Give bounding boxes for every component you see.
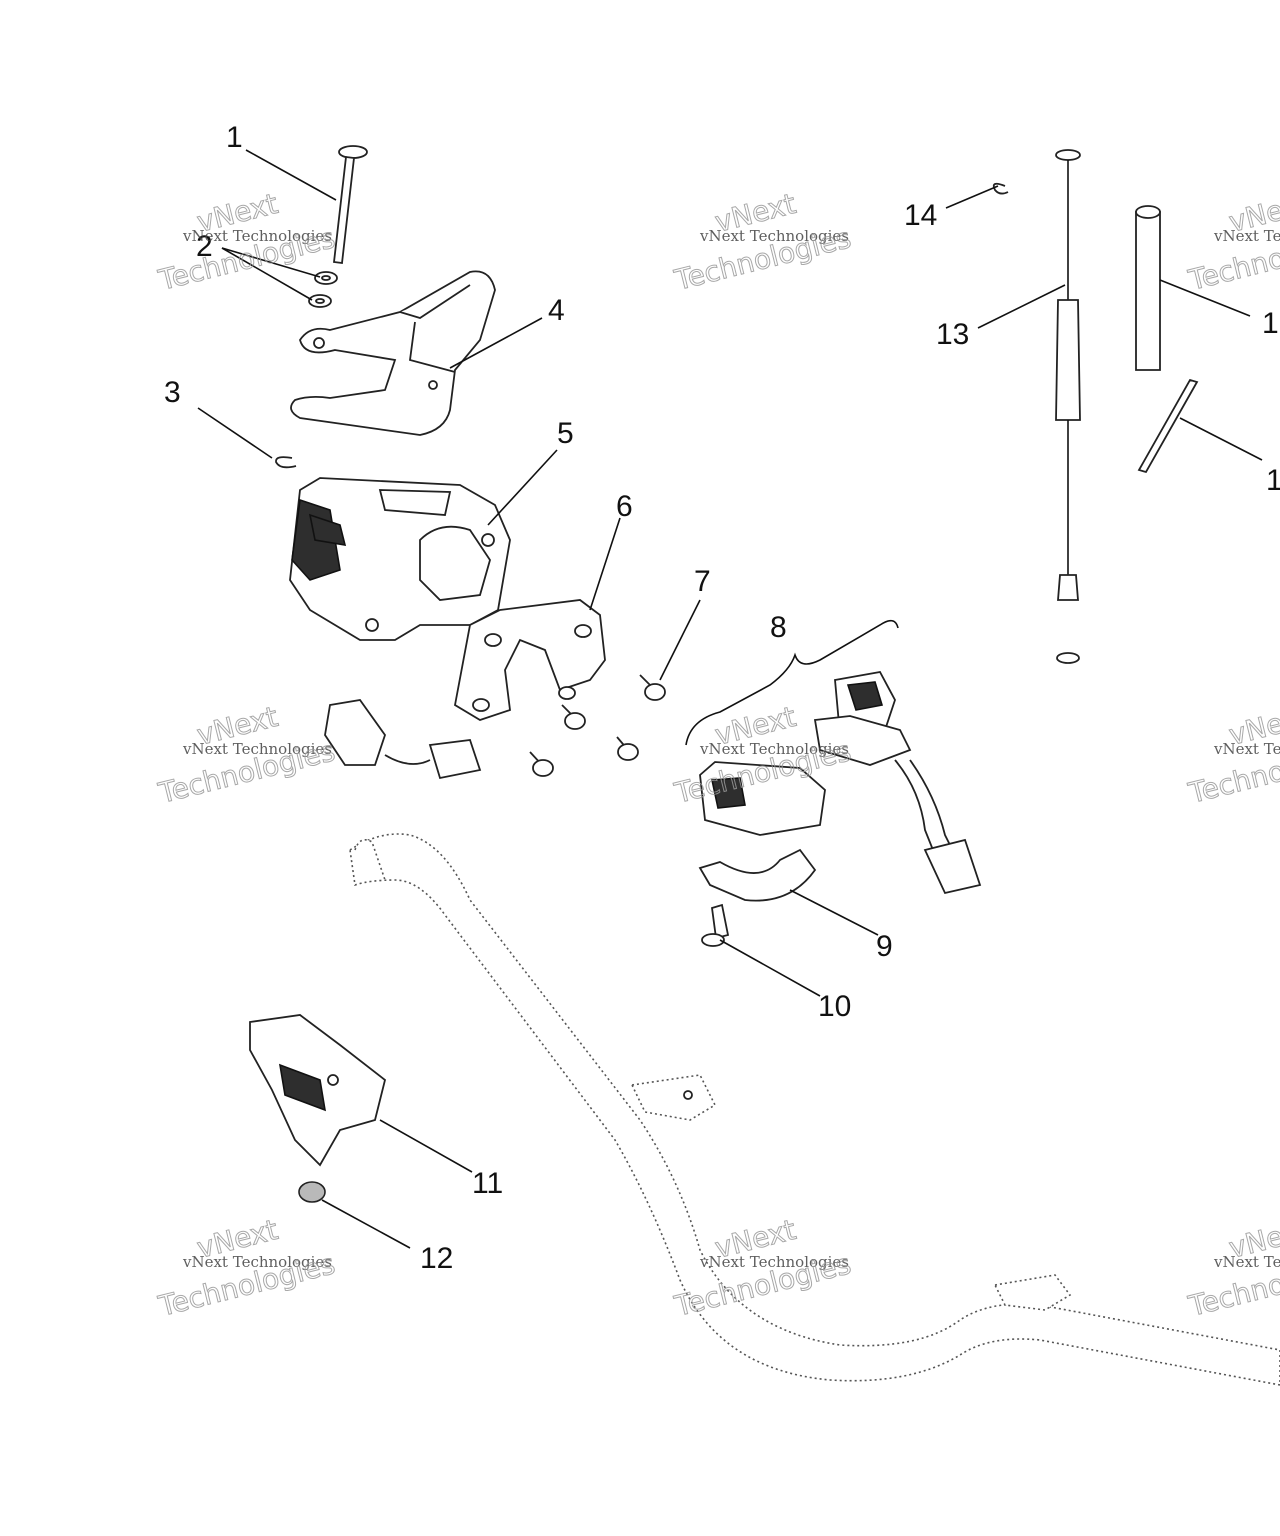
watermark-bottom-right: vNext vNext Technologies Technologies — [1184, 1212, 1280, 1323]
part-15-grip — [1135, 205, 1161, 371]
handlebar — [349, 833, 1280, 1386]
callout-6: 6 — [616, 490, 633, 523]
callout-11: 11 — [472, 1167, 503, 1200]
watermark-mid-left: vNext vNext Technologies Technologies — [154, 699, 338, 810]
part-6-clamp — [454, 599, 606, 721]
callout-12: 12 — [420, 1242, 453, 1275]
part-14-clip — [992, 182, 1009, 195]
watermark-top-left: vNext vNext Technologies Technologies — [154, 186, 338, 297]
svg-text:vNext Technologies: vNext Technologies — [699, 740, 849, 758]
callout-2: 2 — [196, 230, 213, 263]
part-10-screw — [701, 903, 730, 947]
switch-body — [699, 761, 826, 836]
svg-text:vNext Technologies: vNext Technologies — [182, 740, 332, 758]
watermark-top-middle: vNext vNext Technologies Technologies — [670, 186, 854, 297]
part-2-washers — [308, 271, 338, 308]
callout-13: 13 — [936, 318, 969, 351]
callout-16-partial: 1 — [1266, 464, 1280, 497]
svg-text:vNext Technologies: vNext Technologies — [699, 1253, 849, 1271]
part-12-nut — [298, 1181, 326, 1203]
callout-10: 10 — [818, 990, 851, 1023]
part-13-cable — [1055, 149, 1081, 664]
callout-8: 8 — [770, 611, 787, 644]
callout-5: 5 — [557, 417, 574, 450]
part-7-screws — [529, 674, 666, 777]
svg-text:vNext Technologies: vNext Technologies — [182, 1253, 332, 1271]
callout-15-partial: 1 — [1262, 307, 1279, 340]
callout-3: 3 — [164, 376, 181, 409]
leader-lines — [197, 149, 1263, 1249]
part-8-switch-assembly — [685, 619, 982, 895]
svg-text:vNext Technologies: vNext Technologies — [182, 227, 332, 245]
part-3-clip — [275, 456, 297, 469]
callout-4: 4 — [548, 294, 565, 327]
svg-text:vNext Technologies: vNext Technologies — [699, 227, 849, 245]
watermark-top-right: vNext vNext Technologies Technologies — [1184, 186, 1280, 297]
callout-14: 14 — [904, 199, 937, 232]
watermark-mid-middle: vNext vNext Technologies Technologies — [670, 699, 854, 810]
watermark-mid-right: vNext vNext Technologies Technologies — [1184, 699, 1280, 810]
svg-text:vNext Technologies: vNext Technologies — [1213, 1253, 1280, 1271]
housing-connector — [324, 699, 482, 780]
callout-9: 9 — [876, 930, 893, 963]
part-5-housing — [289, 477, 511, 641]
part-16-rod — [1137, 378, 1199, 474]
callout-1: 1 — [226, 121, 243, 154]
part-11-mount — [249, 1014, 387, 1167]
part-1-pin — [333, 145, 368, 265]
part-4-bracket — [290, 270, 496, 436]
callouts: 1 2 3 4 5 6 7 8 9 10 11 12 13 14 1 1 — [164, 121, 1280, 1275]
watermark-bottom-left: vNext vNext Technologies Technologies — [154, 1212, 338, 1323]
part-9-clamp — [698, 848, 817, 902]
svg-text:vNext Technologies: vNext Technologies — [1213, 740, 1280, 758]
svg-text:vNext Technologies: vNext Technologies — [1213, 227, 1280, 245]
callout-7: 7 — [694, 565, 711, 598]
